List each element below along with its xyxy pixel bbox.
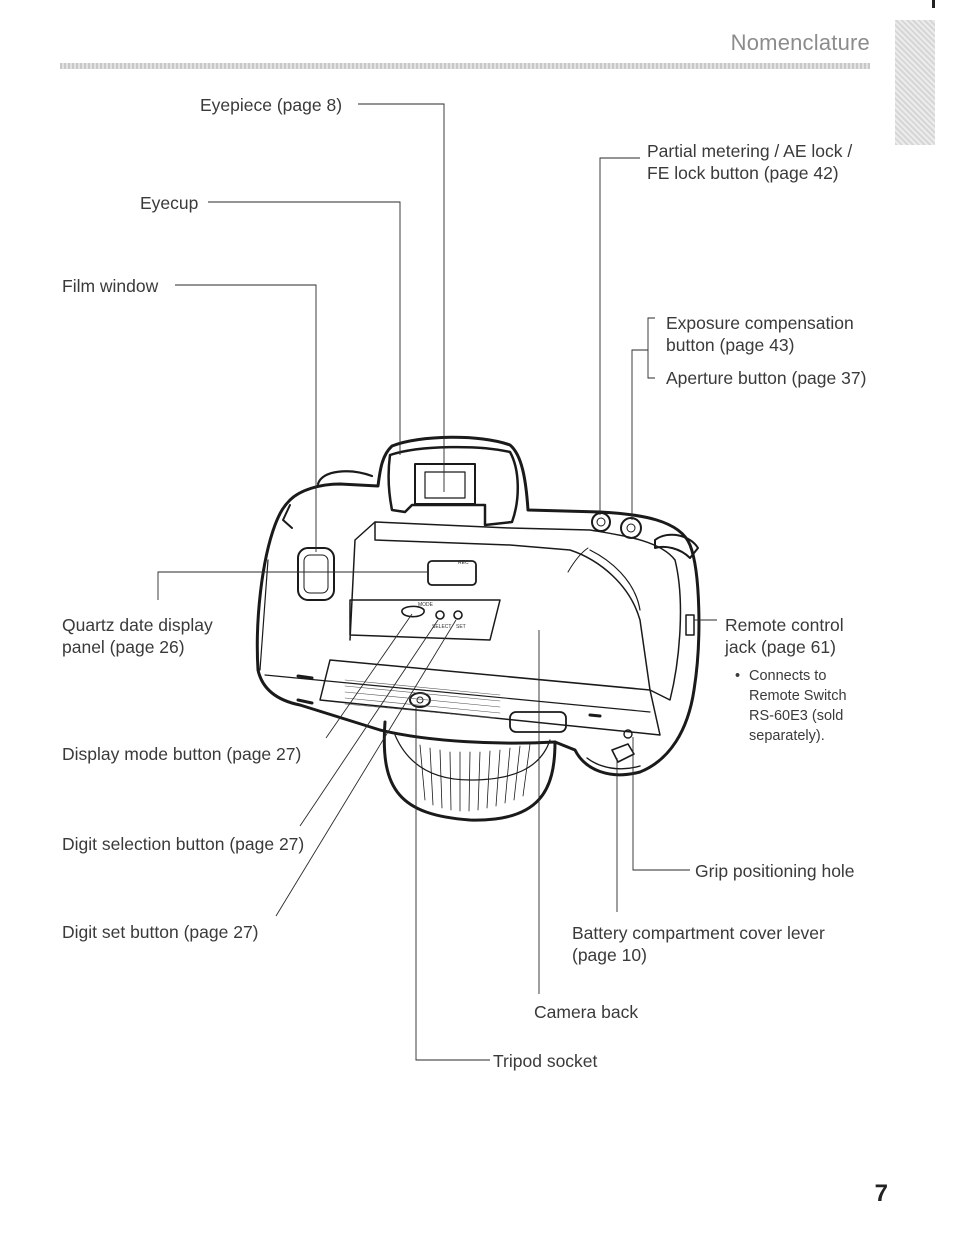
label-remote-line1: Remote control: [725, 615, 844, 635]
label-exposure-comp-line1: Exposure compensation: [666, 313, 854, 333]
lens-front-ring: [394, 734, 551, 781]
mode-dial: [316, 470, 374, 486]
label-battery-line2: (page 10): [572, 945, 647, 965]
leader-partial-metering: [599, 157, 640, 515]
leader-grip-hole: [632, 737, 690, 871]
panel-rec-label: REC: [458, 560, 469, 566]
leader-eyepiece: [358, 103, 445, 492]
remote-note-bullet: •: [735, 668, 741, 684]
leader-lines: [157, 103, 717, 1061]
aperture-button: [620, 517, 642, 539]
label-tripod-socket: Tripod socket: [493, 1051, 598, 1071]
remote-note-line2: Remote Switch: [749, 688, 847, 704]
header-rule: [60, 63, 870, 69]
battery-lever-shape: [611, 743, 635, 763]
camera-back-door: [374, 521, 682, 701]
leader-tripod: [415, 706, 490, 1061]
label-aperture: Aperture button (page 37): [666, 368, 867, 388]
leader-film-window: [175, 284, 317, 552]
display-mode-button-shape: [401, 605, 425, 618]
label-quartz-line1: Quartz date display: [62, 615, 213, 635]
battery-door-window: [509, 711, 567, 733]
remote-jack-shape: [685, 614, 695, 636]
grip-hole-shape: [623, 729, 633, 739]
label-grip-hole: Grip positioning hole: [695, 861, 855, 881]
section-thumb-tab: [895, 20, 935, 145]
panel-select-label: SELECT: [432, 624, 451, 630]
lens-barrel: [382, 720, 557, 822]
label-partial-metering-line2: FE lock button (page 42): [647, 163, 839, 183]
leader-display-mode: [325, 613, 413, 739]
leader-digit-set: [275, 619, 457, 917]
page-number: 7: [874, 1180, 888, 1207]
bottom-shading: [344, 679, 501, 719]
digit-select-button-shape: [435, 610, 445, 620]
label-quartz-line2: panel (page 26): [62, 637, 185, 657]
lens-grip-ridges: [419, 743, 531, 812]
eyepiece-window: [414, 463, 476, 505]
leader-quartz: [157, 571, 428, 600]
label-eyepiece: Eyepiece (page 8): [200, 95, 343, 115]
label-eyecup: Eyecup: [140, 193, 199, 213]
label-exposure-comp-line2: button (page 43): [666, 335, 795, 355]
remote-note-line3: RS-60E3 (sold: [749, 708, 844, 724]
label-remote-line2: jack (page 61): [725, 637, 836, 657]
leader-aperture: [631, 349, 648, 520]
strap-lug: [654, 533, 699, 559]
page-title: Nomenclature: [730, 30, 870, 55]
camera-body-outline: [255, 435, 701, 777]
label-film-window: Film window: [62, 276, 159, 296]
film-window: [297, 547, 335, 601]
label-camera-back: Camera back: [534, 1002, 639, 1022]
leader-digit-select: [299, 619, 439, 827]
remote-note-line1: Connects to: [749, 668, 827, 684]
date-display-window: [427, 560, 477, 586]
label-digit-selection: Digit selection button (page 27): [62, 834, 305, 854]
ae-lock-button: [591, 512, 611, 532]
eyecup: [387, 445, 520, 527]
panel-mode-label: MODE: [418, 602, 434, 608]
leader-exposure-group: [647, 317, 655, 379]
label-digit-set: Digit set button (page 27): [62, 922, 259, 942]
page-edge-mark: [932, 0, 935, 8]
leader-eyecup: [208, 201, 401, 455]
label-display-mode: Display mode button (page 27): [62, 744, 302, 764]
label-partial-metering-line1: Partial metering / AE lock /: [647, 141, 853, 161]
panel-set-label: SET: [456, 624, 466, 630]
remote-note-line4: separately).: [749, 728, 825, 744]
digit-set-button-shape: [453, 610, 463, 620]
label-battery-line1: Battery compartment cover lever: [572, 923, 825, 943]
